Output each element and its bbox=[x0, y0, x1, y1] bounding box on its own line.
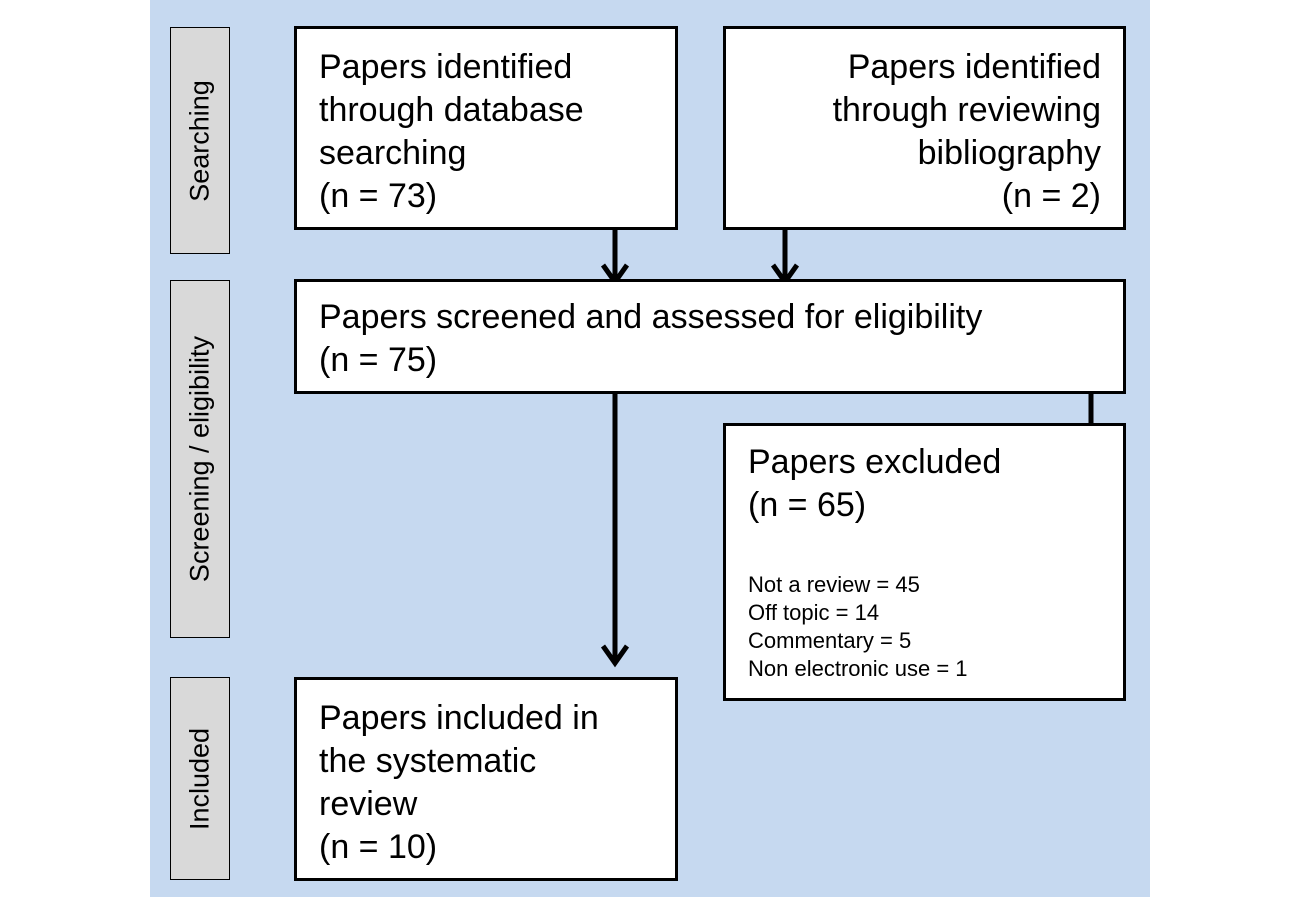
exclusion-reason: Not a review = 45 bbox=[748, 572, 920, 597]
screened-box-text: Papers screened and assessed for eligibi… bbox=[319, 298, 983, 336]
stage-screening: Screening / eligibility bbox=[170, 280, 230, 638]
exclusion-reason: Off topic = 14 bbox=[748, 600, 880, 625]
included-box-count: (n = 10) bbox=[319, 828, 438, 866]
arrowhead-included bbox=[600, 644, 630, 668]
box-database-search: Papers identified through database searc… bbox=[294, 26, 678, 230]
included-box-text: Papers included in the systematic review bbox=[319, 699, 599, 823]
database-box-count: (n = 73) bbox=[319, 177, 438, 215]
screened-box-count: (n = 75) bbox=[319, 341, 438, 379]
box-excluded: Papers excluded (n = 65) Not a review = … bbox=[723, 423, 1126, 701]
excluded-box-count: (n = 65) bbox=[748, 486, 867, 524]
bibliography-box-text: Papers identified through reviewing bibl… bbox=[832, 48, 1101, 172]
excluded-box-text: Papers excluded bbox=[748, 443, 1002, 481]
stage-searching: Searching bbox=[170, 27, 230, 254]
box-bibliography-review: Papers identified through reviewing bibl… bbox=[723, 26, 1126, 230]
bibliography-box-count: (n = 2) bbox=[1001, 177, 1101, 215]
exclusion-reason: Non electronic use = 1 bbox=[748, 656, 968, 681]
box-included: Papers included in the systematic review… bbox=[294, 677, 678, 881]
box-screened: Papers screened and assessed for eligibi… bbox=[294, 279, 1126, 394]
exclusion-reason: Commentary = 5 bbox=[748, 628, 912, 653]
stage-included: Included bbox=[170, 677, 230, 880]
database-box-text: Papers identified through database searc… bbox=[319, 48, 584, 172]
